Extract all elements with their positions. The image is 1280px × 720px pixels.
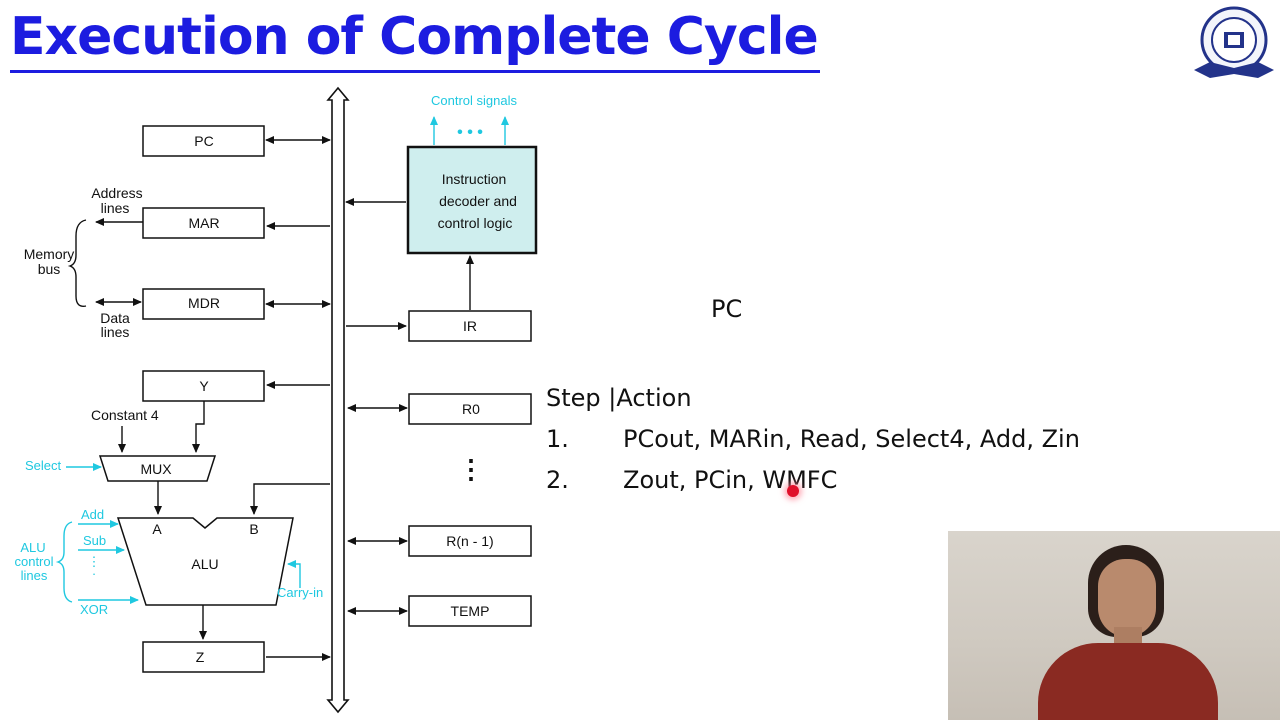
svg-text:B: B (249, 521, 258, 537)
r0-register: R0 (408, 393, 532, 425)
svg-text:control logic: control logic (438, 215, 513, 231)
svg-text:decoder and: decoder and (439, 193, 517, 209)
instruction-decoder: Instruction decoder and control logic (406, 145, 538, 255)
pc-register: PC (142, 125, 265, 157)
svg-text:MAR: MAR (188, 215, 219, 231)
svg-text:Address: Address (91, 185, 142, 201)
svg-text:TEMP: TEMP (451, 603, 490, 619)
svg-text:Instruction: Instruction (442, 171, 507, 187)
svg-text:IR: IR (463, 318, 477, 334)
svg-text:lines: lines (101, 324, 130, 340)
svg-text:Add: Add (81, 507, 104, 522)
svg-text:Memory: Memory (24, 246, 75, 262)
svg-text:Z: Z (196, 649, 205, 665)
kiet-logo-icon (1194, 6, 1274, 78)
svg-text:ALU: ALU (191, 556, 218, 572)
step-number: 1. (546, 425, 569, 453)
step-action: Zout, PCin, WMFC (623, 466, 838, 494)
svg-text:Constant 4: Constant 4 (91, 407, 159, 423)
svg-text:·: · (92, 566, 96, 581)
alu: A B ALU (116, 517, 294, 606)
svg-text:Sub: Sub (83, 533, 106, 548)
z-register: Z (142, 641, 265, 673)
svg-text:Control signals: Control signals (431, 93, 517, 108)
pc-note: PC (711, 295, 743, 323)
mar-register: MAR (142, 207, 265, 239)
svg-text:Carry-in: Carry-in (277, 585, 323, 600)
mdr-register: MDR (142, 288, 265, 320)
processor-bus (326, 86, 350, 714)
svg-text:MUX: MUX (140, 461, 172, 477)
svg-text:MDR: MDR (188, 295, 220, 311)
ir-register: IR (408, 310, 532, 342)
svg-text:Select: Select (25, 458, 62, 473)
svg-text:Data: Data (100, 310, 130, 326)
svg-text:R(n - 1): R(n - 1) (446, 533, 493, 549)
svg-text:control: control (14, 554, 53, 569)
svg-text:lines: lines (21, 568, 48, 583)
rn1-register: R(n - 1) (408, 525, 532, 557)
slide-title: Execution of Complete Cycle (10, 4, 820, 73)
y-register: Y (142, 370, 265, 402)
memory-bus-brace (67, 219, 87, 307)
alu-control-brace (55, 521, 73, 603)
mux: MUX (98, 455, 217, 482)
step-number: 2. (546, 466, 569, 494)
svg-text:⋮: ⋮ (88, 554, 101, 569)
svg-text:XOR: XOR (80, 602, 108, 617)
svg-text:R0: R0 (462, 401, 480, 417)
svg-text:A: A (152, 521, 162, 537)
step-action: PCout, MARin, Read, Select4, Add, Zin (623, 425, 1080, 453)
svg-text:Y: Y (199, 378, 209, 394)
svg-text:ALU: ALU (20, 540, 45, 555)
temp-register: TEMP (408, 595, 532, 627)
svg-text:lines: lines (101, 200, 130, 216)
svg-text:PC: PC (194, 133, 213, 149)
svg-text:⋮: ⋮ (458, 454, 484, 484)
presenter-webcam (948, 531, 1280, 720)
pointer-dot-icon (787, 485, 799, 497)
svg-text:• • •: • • • (457, 124, 483, 141)
svg-text:bus: bus (38, 261, 61, 277)
